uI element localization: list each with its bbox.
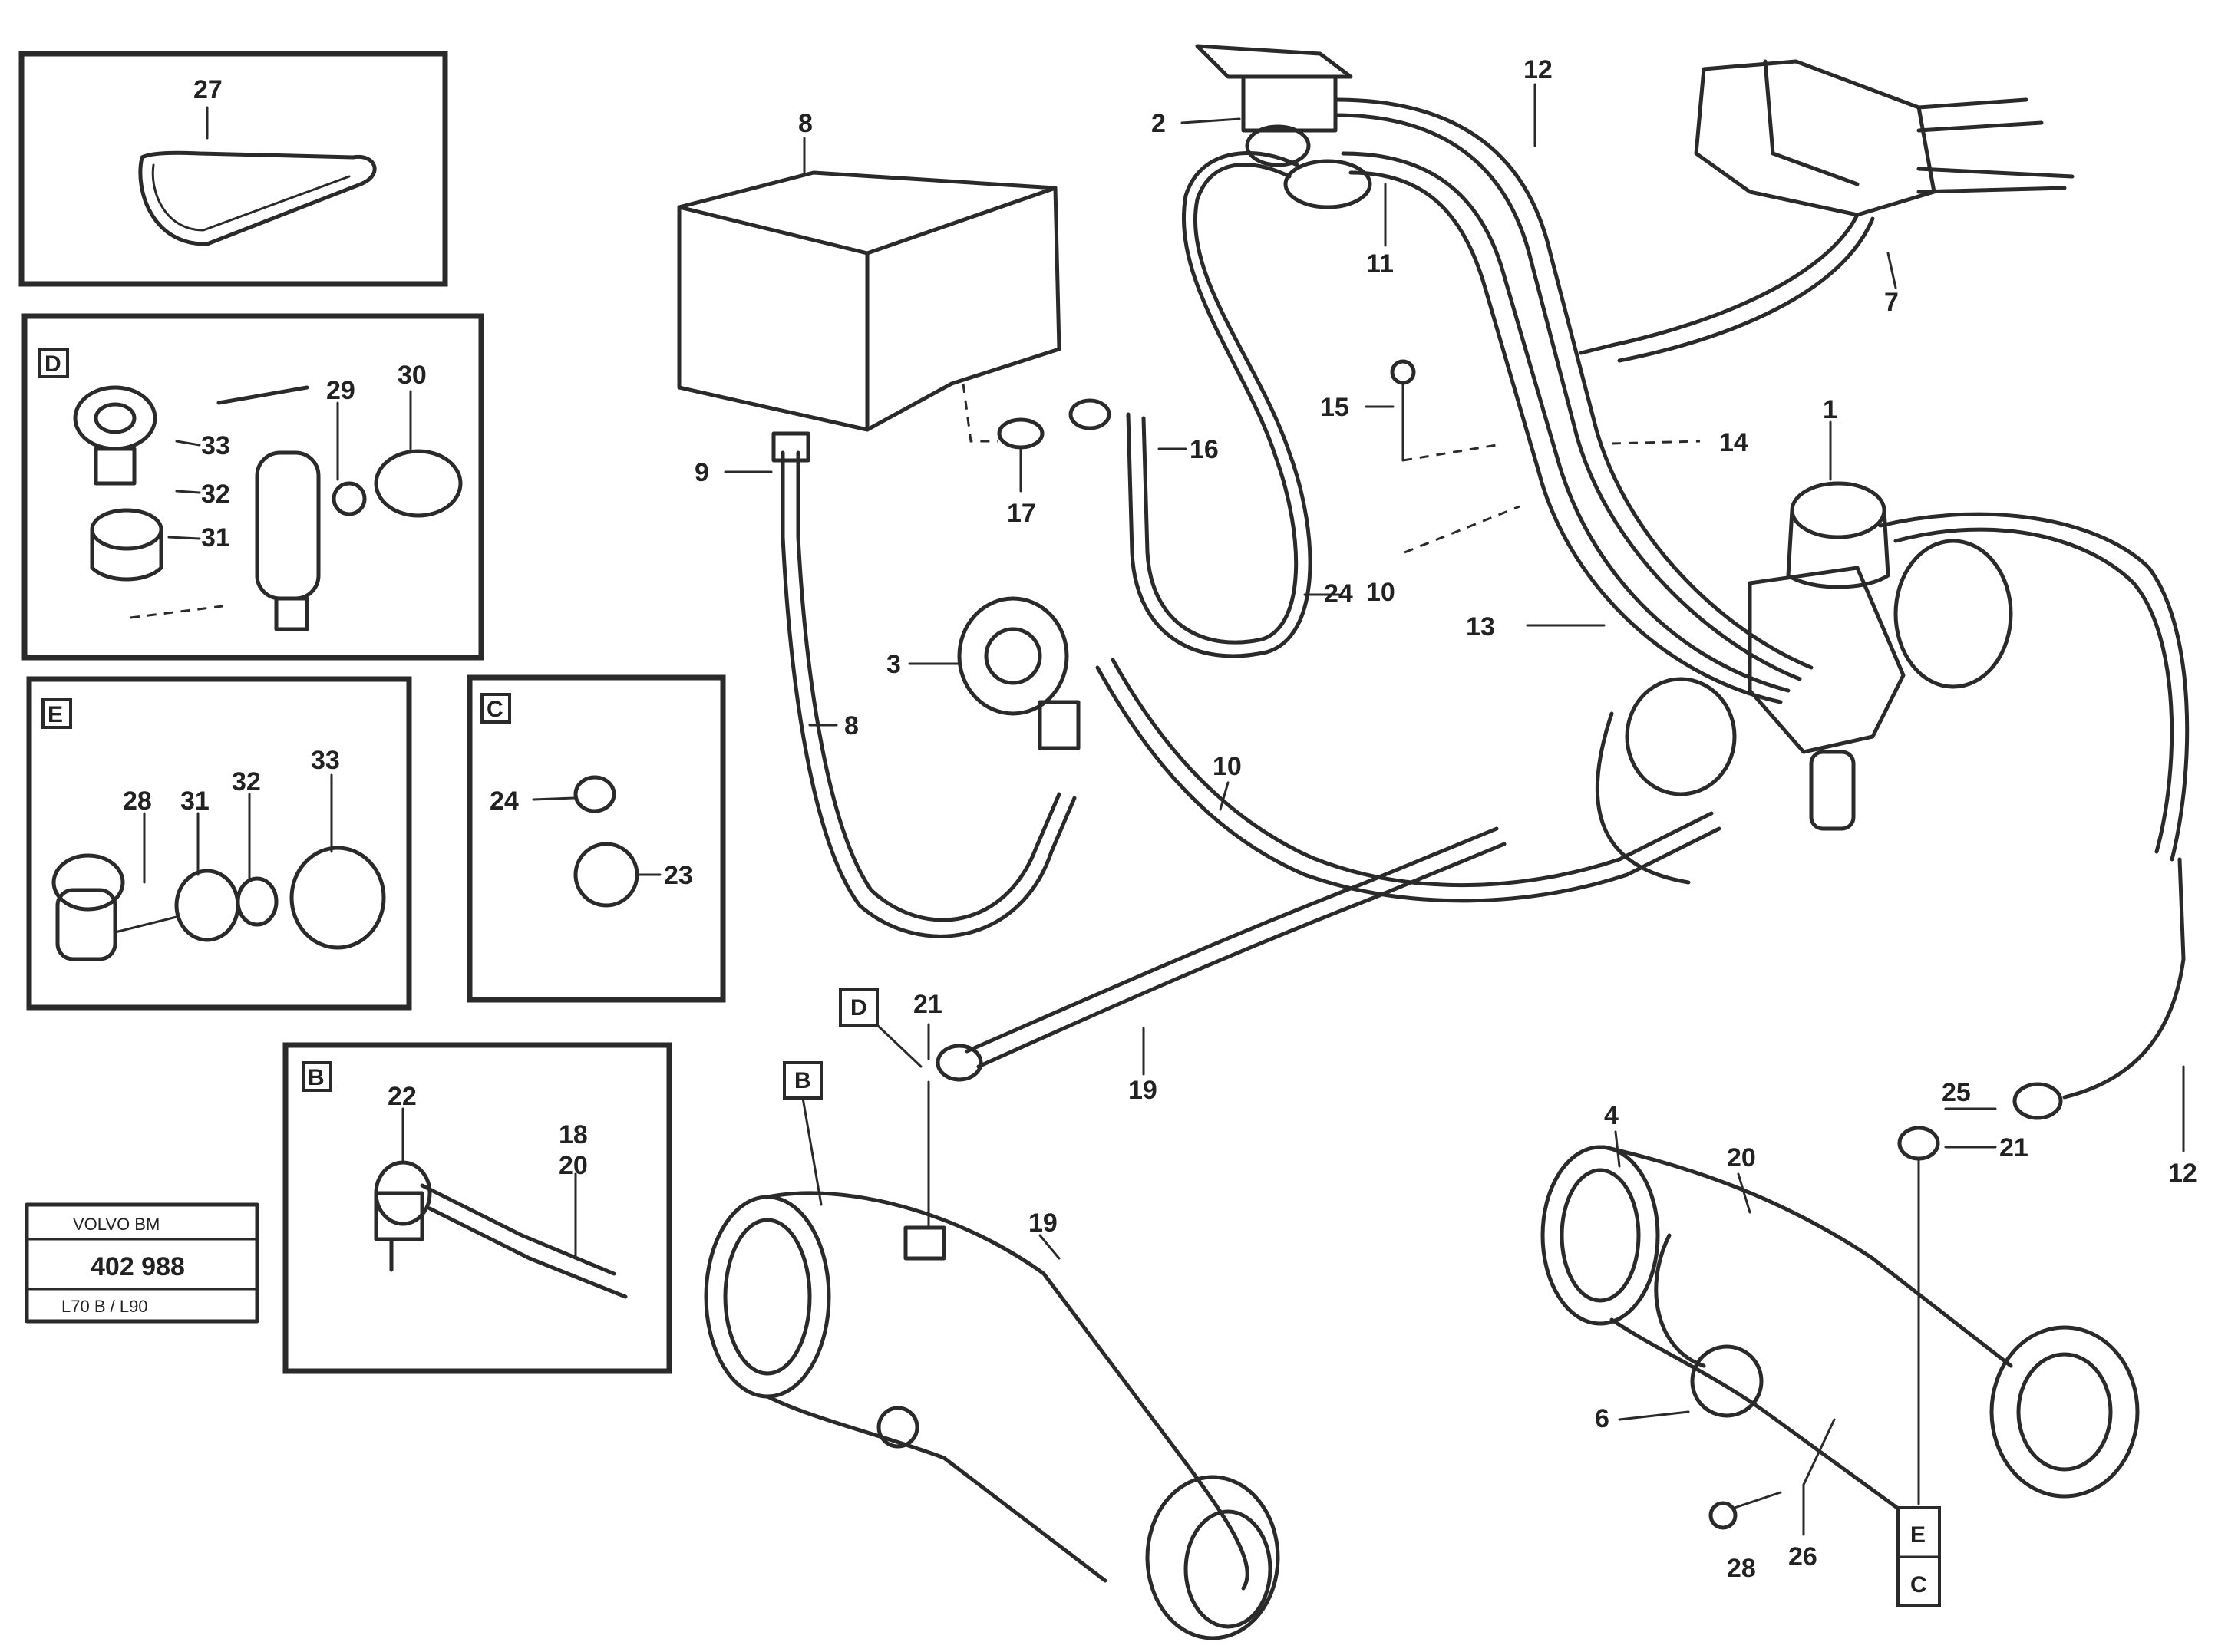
control-valve-top: 2 11 (1151, 44, 1394, 279)
label-31-d: 31 (201, 523, 230, 552)
inset-e: E 28 31 32 33 (26, 676, 412, 1011)
label-21-right: 21 (1999, 1133, 2028, 1162)
label-22-b: 22 (388, 1082, 417, 1111)
front-axle-right: 4 20 6 (1540, 1101, 2140, 1537)
label-16: 16 (1190, 435, 1219, 464)
label-1: 1 (1823, 395, 1837, 424)
label-3: 3 (886, 650, 901, 679)
label-12-right: 12 (2168, 1159, 2197, 1188)
drawing-stamp: VOLVO BM 402 988 L70 B / L90 (25, 1202, 259, 1324)
callout-tags-right: E C 28 26 (1708, 1418, 1941, 1607)
label-28-bottom: 28 (1727, 1554, 1756, 1583)
label-31-e: 31 (180, 786, 210, 816)
inset-c: C 24 23 (467, 674, 726, 1003)
inset-d-tag: D (45, 351, 61, 377)
label-21-mid: 21 (913, 990, 942, 1019)
label-6: 6 (1595, 1404, 1609, 1433)
label-20-right: 20 (1727, 1143, 1756, 1172)
stamp-line2: 402 988 (91, 1252, 185, 1281)
fittings-15-14: 15 14 10 (1320, 359, 1748, 607)
stamp-line3: L70 B / L90 (61, 1297, 148, 1316)
label-15: 15 (1320, 393, 1349, 422)
callout-tags-left: D B 21 (783, 988, 942, 1229)
label-32-e: 32 (232, 767, 261, 796)
axle-hose-left: 19 (936, 826, 1507, 1105)
label-25: 25 (1942, 1078, 1971, 1107)
label-20-b: 20 (559, 1151, 588, 1180)
label-33-e: 33 (311, 746, 340, 775)
steering-bracket: 7 (1579, 59, 2075, 363)
pump: 3 10 (886, 596, 1721, 903)
return-fittings: 17 16 (962, 383, 1219, 528)
label-2: 2 (1151, 109, 1166, 138)
label-17: 17 (1007, 499, 1036, 528)
label-26: 26 (1788, 1542, 1817, 1571)
label-10-lower: 10 (1213, 752, 1242, 781)
label-24-main: 24 (1324, 579, 1353, 608)
label-11: 11 (1366, 249, 1394, 279)
right-fittings: 21 25 12 (1897, 857, 2197, 1505)
inset-b-tag: B (308, 1065, 325, 1090)
label-27-top: 27 (193, 75, 223, 104)
inset-e-tag: E (48, 702, 63, 727)
label-9: 9 (695, 458, 709, 487)
label-7-right: 7 (1884, 288, 1899, 317)
label-8-tank: 8 (798, 109, 813, 138)
label-10-main: 10 (1366, 578, 1395, 607)
label-29-d: 29 (326, 376, 355, 405)
label-12-top: 12 (1523, 55, 1553, 84)
callout-e-bottom: E (1910, 1522, 1926, 1548)
callout-d-left: D (850, 995, 867, 1021)
label-14: 14 (1719, 428, 1748, 457)
label-33-d: 33 (201, 431, 230, 460)
return-hose: 24 (1126, 151, 1353, 658)
pipe-bundle: 12 (1333, 55, 1814, 704)
steering-valve-unit: 1 13 (1466, 395, 2190, 862)
label-19-hose: 19 (1128, 1076, 1157, 1105)
label-18-b: 18 (559, 1120, 588, 1149)
front-axle-left: 19 (704, 1191, 1280, 1640)
label-32-d: 32 (201, 480, 230, 509)
label-23-c: 23 (664, 861, 693, 890)
label-4: 4 (1604, 1101, 1619, 1130)
suction-hose: 9 8 (695, 431, 1077, 938)
inset-belt: 27 (18, 51, 448, 287)
callout-c-bottom: C (1910, 1572, 1927, 1598)
inset-c-tag: C (487, 697, 503, 722)
stamp-line1: VOLVO BM (73, 1215, 160, 1234)
label-8-hose: 8 (844, 711, 859, 740)
label-30-d: 30 (398, 361, 427, 390)
label-24-c: 24 (490, 786, 519, 816)
inset-b: B 22 18 20 (282, 1042, 672, 1374)
label-13: 13 (1466, 612, 1495, 641)
hydraulic-tank: 8 (677, 109, 1061, 432)
label-19-axle: 19 (1028, 1208, 1058, 1238)
inset-d: D 33 32 31 29 30 (21, 313, 484, 661)
label-28-e: 28 (123, 786, 152, 816)
callout-b-left: B (794, 1068, 811, 1093)
